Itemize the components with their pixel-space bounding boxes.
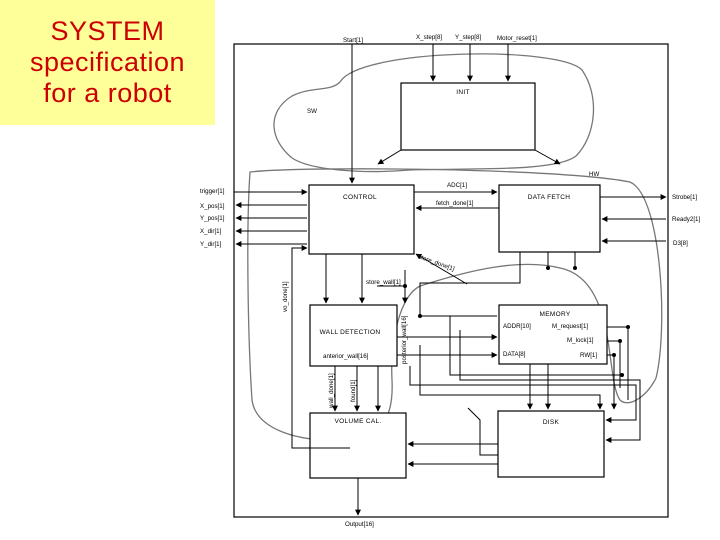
- hw-region-label: HW: [589, 171, 599, 178]
- signal-m-request: M_request[1]: [552, 323, 588, 330]
- signal-d3: D3[8]: [673, 240, 688, 247]
- sw-region-outline: [273, 53, 595, 173]
- signal-vo-done: vo_done[1]: [282, 281, 289, 312]
- memory-label: MEMORY: [540, 311, 571, 318]
- init-block: [400, 82, 536, 151]
- signal-found: found[1]: [350, 379, 357, 402]
- title-line-3: for a robot: [43, 78, 172, 108]
- sw-region-label: SW: [307, 108, 317, 115]
- disk-label: DISK: [543, 419, 560, 426]
- signal-y-step: Y_step[8]: [455, 34, 481, 41]
- volume-cal-label: VOLUME CAL.: [334, 418, 381, 425]
- signal-fetch-done: fetch_done[1]: [436, 200, 474, 207]
- wires: [234, 44, 667, 516]
- signal-motor-reset: Motor_reset[1]: [497, 35, 537, 42]
- signal-addr: ADDR[10]: [503, 323, 531, 330]
- signal-rw: RW[1]: [580, 352, 597, 359]
- signal-trigger: trigger[1]: [200, 188, 225, 195]
- memory-block: [498, 304, 608, 365]
- init-label: INIT: [456, 89, 469, 96]
- signal-posterior-wall: posterior_wall[16]: [401, 315, 408, 364]
- signal-adc: ADC[1]: [447, 182, 467, 189]
- signal-strobe: Strobe[1]: [672, 194, 697, 201]
- wall-detection-label: WALL DETECTION: [320, 329, 381, 336]
- title-line-1: SYSTEM: [50, 16, 165, 46]
- signal-store-wall: store_wall[1]: [366, 279, 401, 286]
- wall-detection-block: [309, 304, 398, 367]
- signal-anterior-wall: anterior_wall[16]: [323, 353, 369, 360]
- signal-data: DATA[8]: [503, 351, 526, 358]
- control-block: [308, 184, 415, 255]
- slide-title-box: SYSTEM specification for a robot: [0, 0, 215, 125]
- signal-store-done: store_done[1]: [417, 253, 455, 273]
- data-fetch-label: DATA FETCH: [528, 194, 570, 201]
- signal-x-pos: X_pos[1]: [200, 203, 225, 210]
- signal-y-pos: Y_pos[1]: [200, 215, 225, 222]
- signal-output: Output[16]: [345, 521, 374, 528]
- signal-m-lock: M_lock[1]: [567, 337, 594, 344]
- volume-cal-block: [309, 412, 407, 479]
- diagram-frame: [233, 43, 669, 518]
- signal-y-dir: Y_dir[1]: [200, 241, 222, 248]
- signal-x-step: X_step[8]: [416, 34, 442, 41]
- signal-wall-done: wall_done[1]: [328, 373, 335, 409]
- wire-junctions: [403, 266, 630, 377]
- data-fetch-block: [498, 184, 601, 253]
- signal-x-dir: X_dir[1]: [200, 228, 222, 235]
- control-label: CONTROL: [343, 194, 377, 201]
- hw-region-outline: [247, 168, 663, 441]
- signal-start: Start[1]: [343, 37, 363, 44]
- signal-ready2: Ready2[1]: [672, 216, 700, 223]
- title-line-2: specification: [29, 47, 186, 77]
- disk-block: [497, 410, 605, 478]
